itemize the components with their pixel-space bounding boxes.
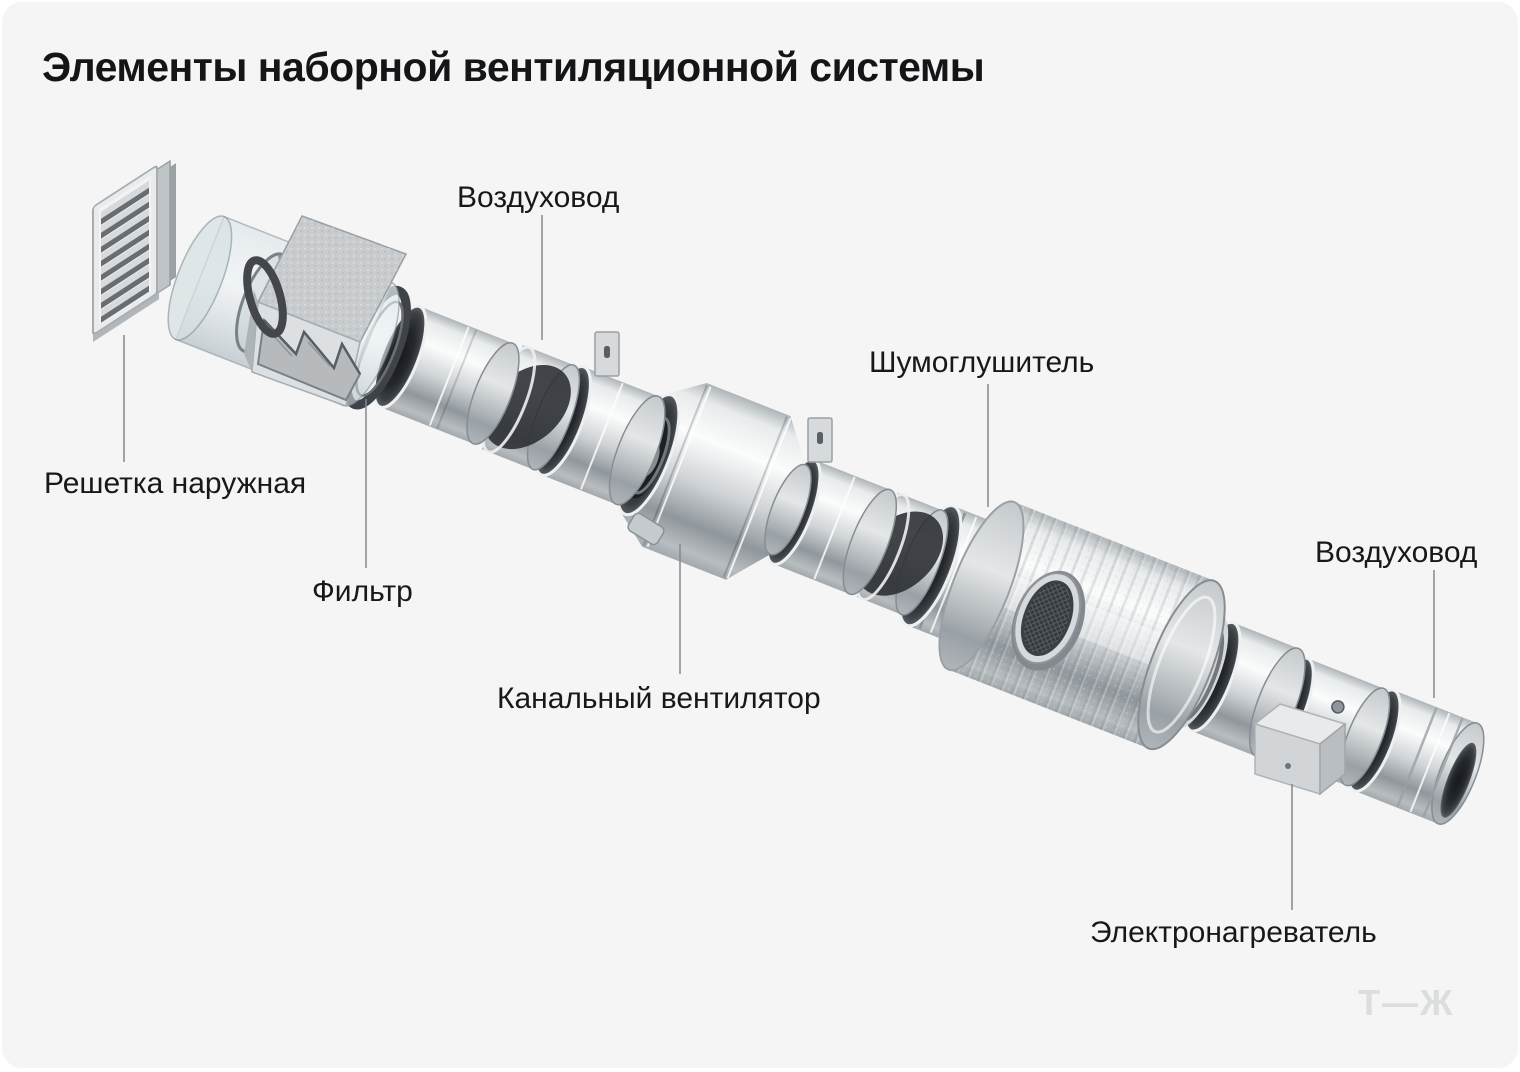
mounting-bracket-2 [807,417,833,463]
grille-louvers [101,180,149,323]
mounting-bracket [594,331,620,377]
split-clamp-shell [855,492,949,616]
label-silencer: Шумоглушитель [869,346,1095,379]
label-external-grille: Решетка наружная [44,467,307,500]
filter-box [243,215,408,407]
label-filter: Фильтр [312,575,413,608]
label-air-duct-2: Воздуховод [1315,536,1478,569]
external-grille [92,159,176,342]
split-clamp-shell-2 [481,345,581,471]
tj-logo: Т—Ж [1358,982,1455,1023]
electric-heater-box [1253,703,1347,796]
label-heater: Электронагреватель [1090,916,1377,949]
label-duct-fan: Канальный вентилятор [497,682,821,715]
page-title: Элементы наборной вентиляционной системы [42,44,985,90]
silencer-inspection-window [1011,570,1086,671]
silencer [898,500,1226,751]
label-air-duct: Воздуховод [457,181,620,214]
